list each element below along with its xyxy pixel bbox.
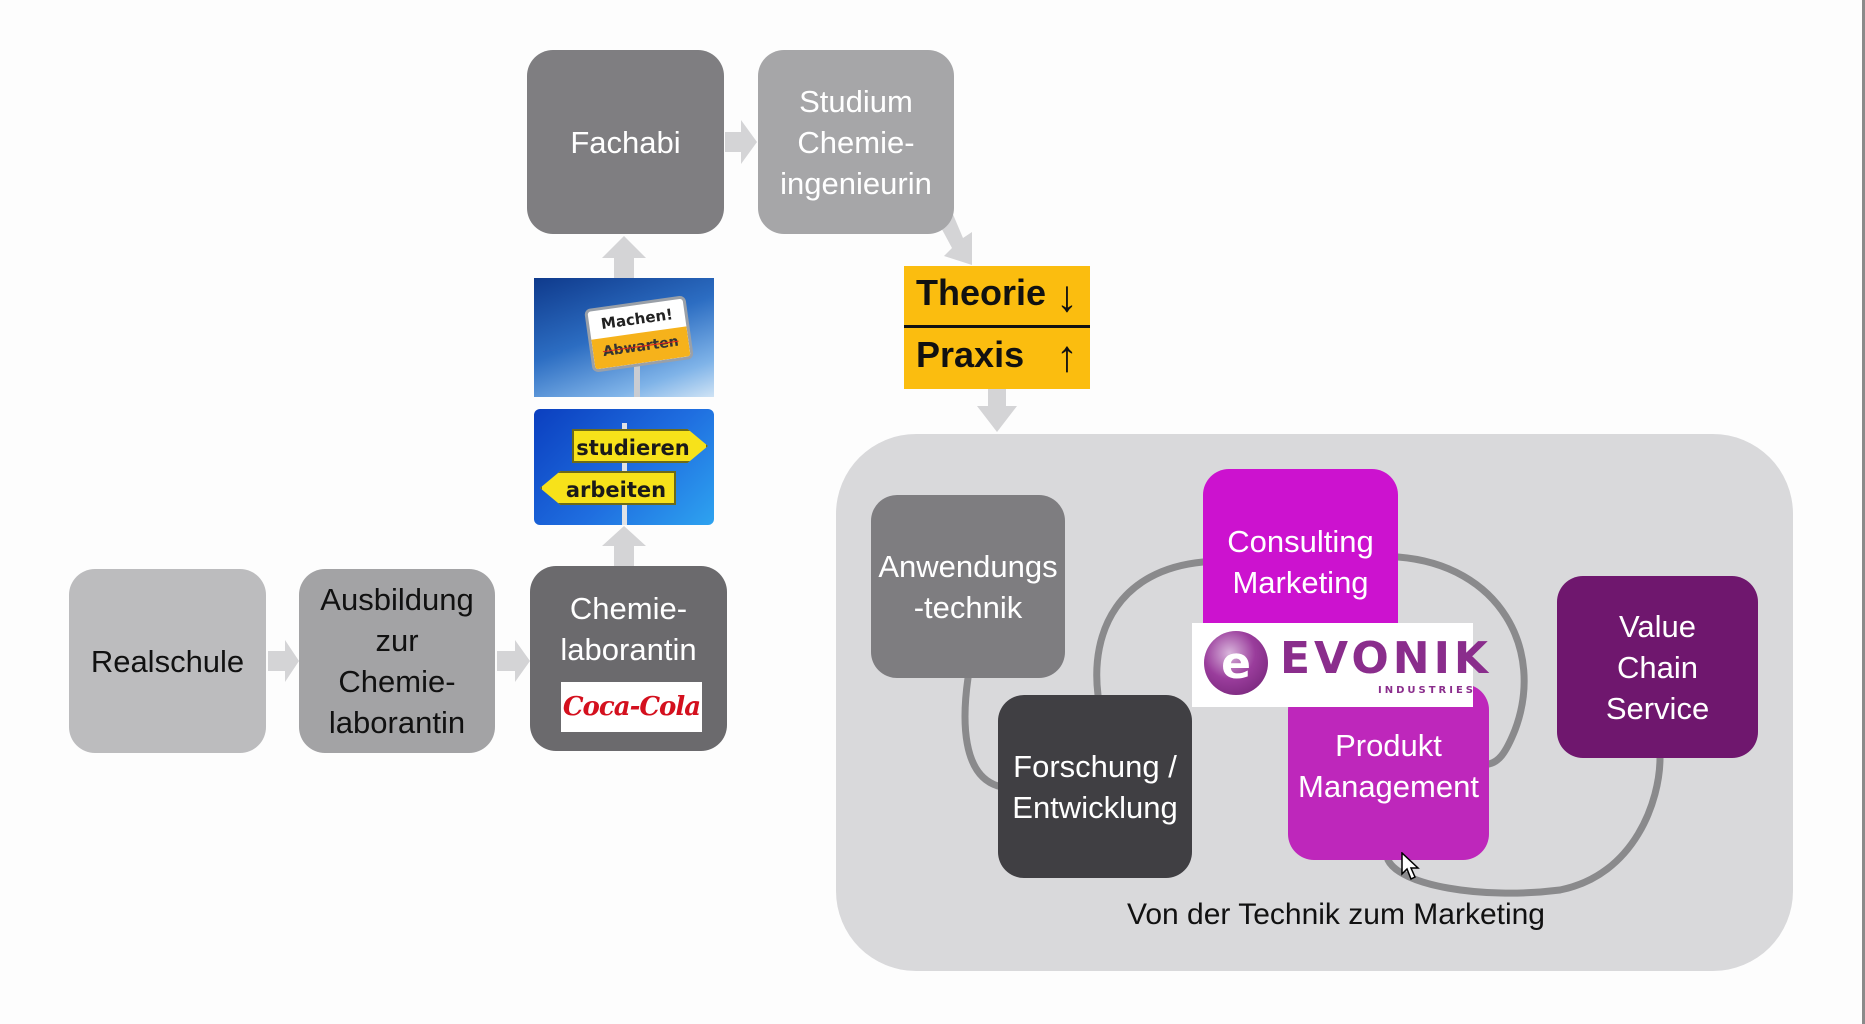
box-forschung-entwicklung: Forschung / Entwicklung — [998, 695, 1192, 878]
box-studium-label: Studium Chemie- ingenieurin — [780, 83, 932, 201]
arrow-fachabi-to-studium — [725, 120, 757, 164]
box-fachabi: Fachabi — [527, 50, 724, 234]
arrow-realschule-to-ausbildung — [268, 640, 299, 682]
cycle-line-anwendung-forschung — [961, 674, 1002, 790]
signpost-arbeiten: arbeiten — [540, 471, 676, 505]
ortsschild: Machen! Abwarten — [584, 295, 694, 373]
signpost-studieren: studieren — [572, 429, 708, 463]
cycle-line-forschung-consulting — [1093, 558, 1207, 699]
box-fachabi-label: Fachabi — [570, 124, 681, 160]
box-ausbildung-label: Ausbildung zur Chemie- laborantin — [320, 582, 474, 740]
evonik-subline: INDUSTRIES — [1378, 685, 1476, 696]
window-edge — [1862, 0, 1865, 1024]
arrow-ausbildung-to-chemielab — [497, 640, 530, 682]
box-studium: Studium Chemie- ingenieurin — [758, 50, 954, 234]
box-chemielaborantin-label: Chemie- laborantin — [560, 591, 697, 667]
box-consulting-marketing-label: Consulting Marketing — [1227, 524, 1374, 600]
diagram-caption: Von der Technik zum Marketing — [1127, 898, 1545, 931]
box-produkt-management-label: Produkt Management — [1298, 728, 1479, 804]
image-machen-abwarten-sign: Machen! Abwarten — [534, 278, 714, 397]
arrow-img1-to-fachabi — [602, 236, 646, 278]
sign-post — [634, 358, 640, 397]
image-studieren-arbeiten-signpost: studieren arbeiten — [534, 409, 714, 525]
praxis-text: Praxis — [916, 334, 1025, 375]
arrow-theorie-to-container — [977, 389, 1017, 432]
coca-cola-logo: Coca-Cola — [561, 682, 702, 732]
box-value-chain-service-label: Value Chain Service — [1605, 608, 1710, 726]
box-realschule: Realschule — [69, 569, 266, 753]
theorie-praxis-sign: Theorie ↓ Praxis ↑ — [904, 266, 1090, 389]
box-produkt-management: Produkt Management — [1288, 684, 1489, 860]
evonik-wordmark: EVONIK — [1280, 633, 1493, 684]
box-consulting-marketing: Consulting Marketing — [1203, 469, 1398, 629]
box-forschung-entwicklung-label: Forschung / Entwicklung — [1012, 748, 1178, 825]
evonik-logo: e EVONIK INDUSTRIES — [1192, 623, 1488, 707]
sign-divider — [904, 325, 1090, 328]
box-ausbildung: Ausbildung zur Chemie- laborantin — [299, 569, 495, 753]
cycle-line-produkt-valuechain — [1384, 754, 1664, 897]
box-anwendungstechnik: Anwendungs -technik — [871, 495, 1065, 678]
box-value-chain-service: Value Chain Service — [1557, 576, 1758, 758]
coca-cola-logo-text: Coca-Cola — [562, 692, 701, 722]
arrow-down-icon: ↓ — [1056, 272, 1078, 321]
arrow-chemielab-to-img2 — [602, 526, 646, 566]
box-realschule-label: Realschule — [90, 643, 245, 679]
arrow-up-icon: ↑ — [1056, 332, 1078, 381]
evonik-e-icon: e — [1204, 631, 1268, 695]
box-anwendungstechnik-label: Anwendungs -technik — [878, 548, 1058, 625]
cycle-line-consulting-produkt — [1394, 553, 1528, 768]
theorie-text: Theorie — [916, 272, 1047, 313]
mouse-cursor-icon — [1401, 852, 1420, 881]
